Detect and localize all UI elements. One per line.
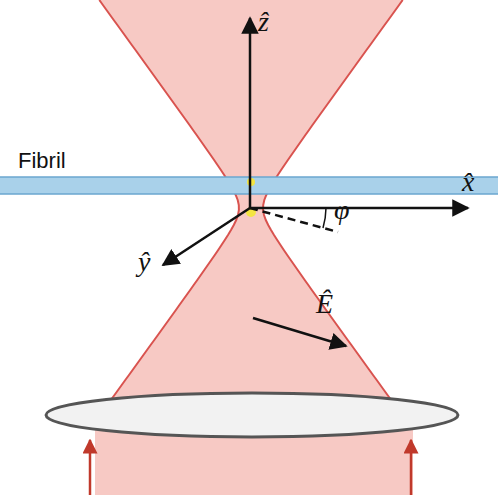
axis-label: ẑ: [258, 8, 269, 36]
axis-label: ŷ: [138, 248, 150, 276]
beam-edge: [99, 0, 239, 415]
input-ray-arrow: [410, 440, 413, 495]
lens: [46, 393, 458, 437]
x-axis: [250, 207, 468, 210]
axis-label: x̂: [462, 168, 474, 196]
vector-label: Ê: [316, 290, 333, 318]
angle-arc: [323, 208, 326, 228]
y-axis: [163, 208, 250, 265]
angle-label: φ: [334, 196, 350, 224]
polarization-direction: [250, 208, 338, 232]
input-ray-arrow: [89, 440, 92, 495]
z-axis: [249, 18, 252, 208]
part-name: Fibril: [18, 150, 66, 172]
field-vector: [253, 318, 346, 346]
